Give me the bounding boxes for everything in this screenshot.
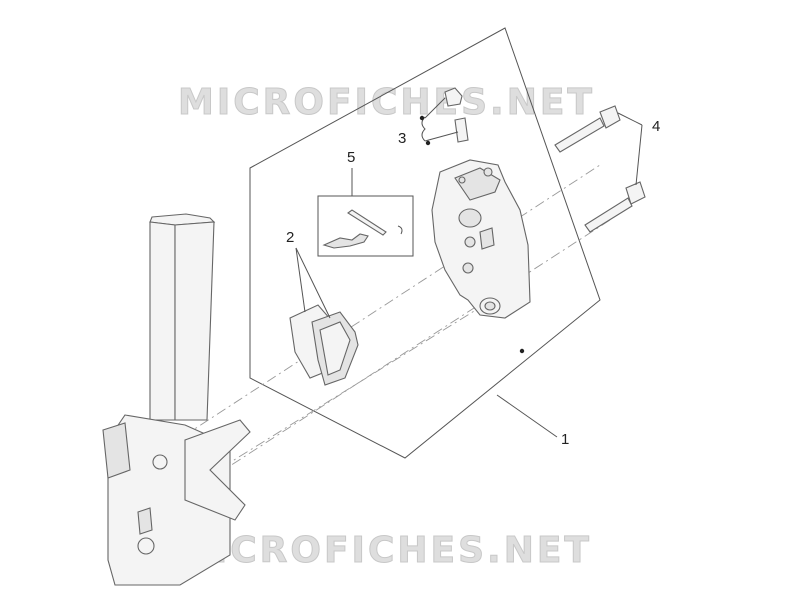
callout-4: 4 <box>652 118 660 135</box>
mounting-bolts <box>554 105 646 233</box>
callout-3: 3 <box>398 130 406 147</box>
fork-leg <box>102 213 251 586</box>
callout-2: 2 <box>286 229 294 246</box>
brake-pads <box>289 304 359 386</box>
assembly-frame <box>249 27 601 459</box>
callout-5: 5 <box>347 149 355 166</box>
ref-dot <box>519 348 525 354</box>
pin-kit <box>317 195 414 257</box>
watermark-bottom: MICROFICHES.NET <box>175 530 592 571</box>
watermark-top: MICROFICHES.NET <box>178 82 595 123</box>
callout-1: 1 <box>561 431 569 448</box>
ref-dot <box>419 115 425 121</box>
brake-caliper <box>431 159 531 319</box>
bleeder-screw <box>421 87 469 143</box>
ref-dot <box>425 140 431 146</box>
leader-lines <box>295 97 643 438</box>
axis-lines <box>149 164 611 509</box>
